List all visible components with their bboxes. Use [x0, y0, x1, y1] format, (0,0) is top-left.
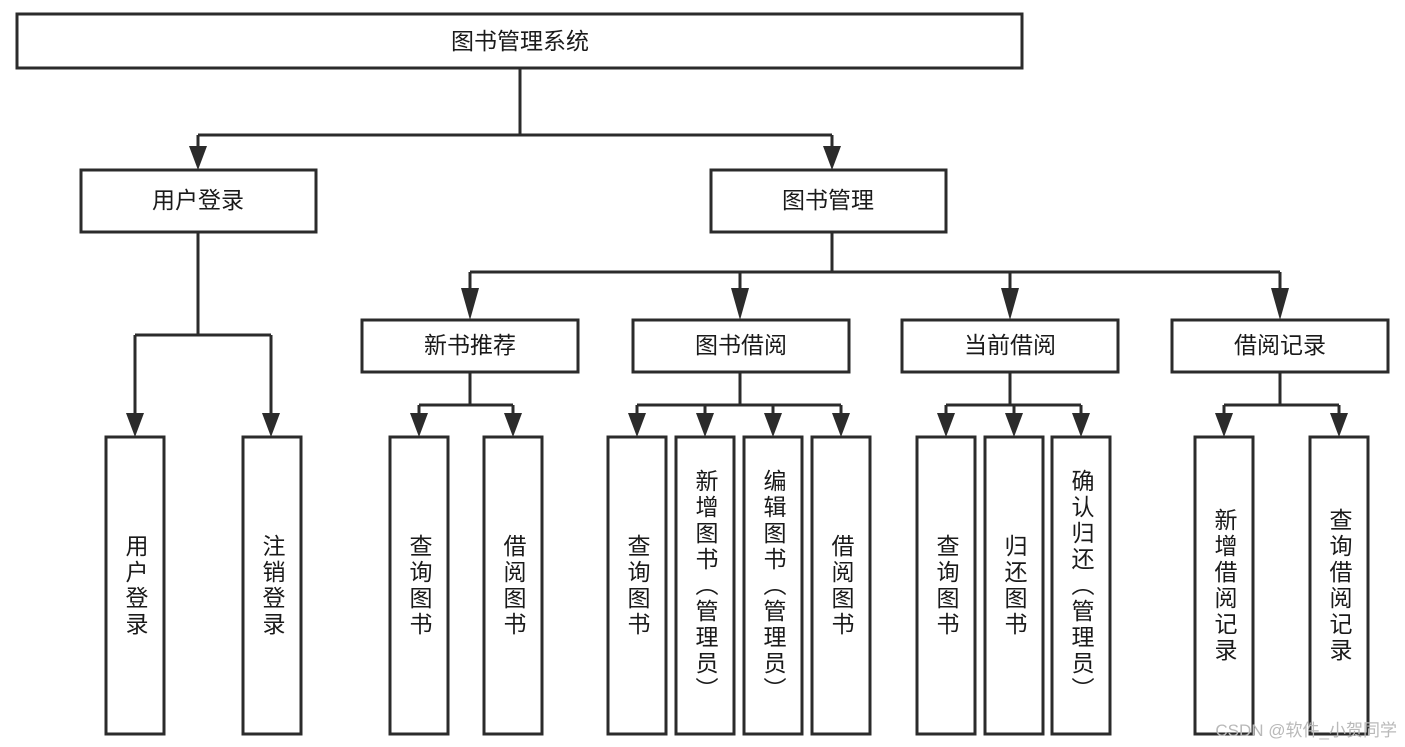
- arrow-head-icon-leaf-edit-book: [764, 413, 782, 437]
- arrow-head-icon-leaf-user-login: [126, 413, 144, 437]
- connector-group-book-management: [461, 232, 1289, 320]
- arrow-head-icon-leaf-borrow-book-2: [832, 413, 850, 437]
- node-book-management-label: 图书管理: [782, 187, 874, 213]
- node-leaf-logout-login-label: 注销登录: [259, 534, 286, 638]
- arrow-head-icon-book-borrow: [731, 288, 749, 320]
- node-leaf-confirm-return-box[interactable]: [1050, 435, 1112, 736]
- node-root[interactable]: 图书管理系统: [15, 12, 1024, 70]
- arrow-head-icon-new-book-recommend: [461, 288, 479, 320]
- node-leaf-query-book-1-box[interactable]: [388, 435, 450, 736]
- node-leaf-query-record-box[interactable]: [1308, 435, 1370, 736]
- node-new-book-recommend-label: 新书推荐: [424, 332, 516, 358]
- connector-group-current-borrow: [937, 372, 1090, 437]
- node-user-login-box[interactable]: [79, 168, 318, 234]
- node-leaf-edit-book-box[interactable]: [742, 435, 804, 736]
- node-leaf-borrow-book-2-label: 借阅图书: [828, 534, 855, 638]
- node-leaf-user-login[interactable]: 用户登录: [104, 435, 166, 736]
- node-new-book-recommend-box[interactable]: [360, 318, 580, 374]
- node-root-label: 图书管理系统: [451, 28, 589, 54]
- node-book-borrow[interactable]: 图书借阅: [631, 318, 851, 374]
- connector-group-user-login: [126, 232, 280, 437]
- node-leaf-logout-login[interactable]: 注销登录: [241, 435, 303, 736]
- node-leaf-borrow-book-2[interactable]: 借阅图书: [810, 435, 872, 736]
- node-book-management-box[interactable]: [709, 168, 948, 234]
- node-user-login[interactable]: 用户登录: [79, 168, 318, 234]
- node-borrow-record[interactable]: 借阅记录: [1170, 318, 1390, 374]
- node-leaf-edit-book[interactable]: 编辑图书（管理员）: [742, 435, 804, 736]
- node-leaf-query-book-1[interactable]: 查询图书: [388, 435, 450, 736]
- node-leaf-add-book-box[interactable]: [674, 435, 736, 736]
- node-leaf-confirm-return[interactable]: 确认归还（管理员）: [1050, 435, 1112, 736]
- node-leaf-borrow-book-1-box[interactable]: [482, 435, 544, 736]
- arrow-head-icon-leaf-borrow-book-1: [504, 413, 522, 437]
- node-current-borrow-label: 当前借阅: [964, 332, 1056, 358]
- node-root-box[interactable]: [15, 12, 1024, 70]
- node-leaf-query-record[interactable]: 查询借阅记录: [1308, 435, 1370, 736]
- node-leaf-return-book[interactable]: 归还图书: [983, 435, 1045, 736]
- node-leaf-add-book-label: 新增图书（管理员）: [692, 469, 719, 703]
- node-leaf-add-record[interactable]: 新增借阅记录: [1193, 435, 1255, 736]
- node-leaf-edit-book-label: 编辑图书（管理员）: [760, 469, 787, 703]
- node-leaf-add-book[interactable]: 新增图书（管理员）: [674, 435, 736, 736]
- node-leaf-borrow-book-1-label: 借阅图书: [500, 534, 527, 638]
- arrow-head-icon-leaf-query-book-1: [410, 413, 428, 437]
- arrow-head-icon-current-borrow: [1001, 288, 1019, 320]
- node-leaf-query-book-3-label: 查询图书: [933, 534, 960, 638]
- node-leaf-user-login-label: 用户登录: [122, 534, 149, 638]
- node-book-borrow-label: 图书借阅: [695, 332, 787, 358]
- node-leaf-query-book-3-box[interactable]: [915, 435, 977, 736]
- node-leaf-add-record-box[interactable]: [1193, 435, 1255, 736]
- arrow-head-icon-leaf-query-book-3: [937, 413, 955, 437]
- arrow-head-icon-leaf-query-book-2: [628, 413, 646, 437]
- node-user-login-label: 用户登录: [152, 187, 244, 213]
- node-leaf-user-login-box[interactable]: [104, 435, 166, 736]
- node-leaf-confirm-return-label: 确认归还（管理员）: [1068, 469, 1095, 703]
- connector-group-book-borrow: [628, 372, 850, 437]
- arrow-head-icon-leaf-query-record: [1330, 413, 1348, 437]
- connector-group-borrow-record: [1215, 372, 1348, 437]
- arrow-head-icon-leaf-logout-login: [262, 413, 280, 437]
- node-leaf-query-book-2[interactable]: 查询图书: [606, 435, 668, 736]
- node-book-borrow-box[interactable]: [631, 318, 851, 374]
- node-leaf-query-book-3[interactable]: 查询图书: [915, 435, 977, 736]
- node-borrow-record-label: 借阅记录: [1234, 332, 1326, 358]
- node-leaf-logout-login-box[interactable]: [241, 435, 303, 736]
- arrow-head-icon-book-management: [823, 146, 841, 170]
- node-leaf-query-book-1-label: 查询图书: [406, 534, 433, 638]
- node-leaf-query-record-label: 查询借阅记录: [1326, 508, 1353, 664]
- node-borrow-record-box[interactable]: [1170, 318, 1390, 374]
- arrow-head-icon-leaf-return-book: [1005, 413, 1023, 437]
- node-leaf-borrow-book-2-box[interactable]: [810, 435, 872, 736]
- node-current-borrow-box[interactable]: [900, 318, 1120, 374]
- node-leaf-return-book-label: 归还图书: [1001, 534, 1028, 638]
- node-leaf-return-book-box[interactable]: [983, 435, 1045, 736]
- node-book-management[interactable]: 图书管理: [709, 168, 948, 234]
- arrow-head-icon-borrow-record: [1271, 288, 1289, 320]
- node-leaf-add-record-label: 新增借阅记录: [1211, 508, 1238, 664]
- node-leaf-query-book-2-label: 查询图书: [624, 534, 651, 638]
- csdn-watermark: CSDN @软件_小贺同学: [1215, 721, 1397, 740]
- node-current-borrow[interactable]: 当前借阅: [900, 318, 1120, 374]
- arrow-head-icon-leaf-add-book: [696, 413, 714, 437]
- arrow-head-icon-user-login: [189, 146, 207, 170]
- node-leaf-borrow-book-1[interactable]: 借阅图书: [482, 435, 544, 736]
- arrow-head-icon-leaf-add-record: [1215, 413, 1233, 437]
- connector-group-new-book-recommend: [410, 372, 522, 437]
- connector-group-root: [189, 68, 841, 170]
- arrow-head-icon-leaf-confirm-return: [1072, 413, 1090, 437]
- node-new-book-recommend[interactable]: 新书推荐: [360, 318, 580, 374]
- node-leaf-query-book-2-box[interactable]: [606, 435, 668, 736]
